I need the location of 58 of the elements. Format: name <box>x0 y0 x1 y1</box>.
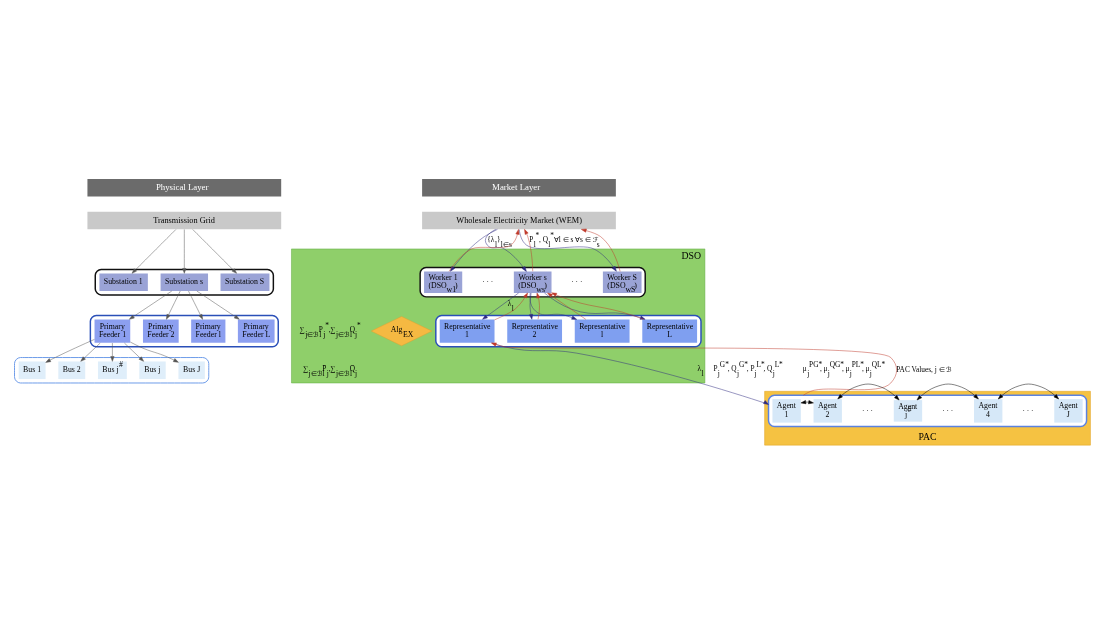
arrow <box>524 229 533 272</box>
arrow <box>130 341 179 363</box>
arrow <box>124 342 144 362</box>
label: · · · <box>942 405 954 415</box>
node-box: Agent 2 <box>813 399 842 423</box>
node-box: Agent 4 <box>974 399 1003 423</box>
label: · · · <box>1022 405 1034 415</box>
node-box: Bus 1 <box>18 361 46 380</box>
arrow <box>482 292 519 320</box>
arrow <box>547 292 587 320</box>
node-box: Physical Layer <box>87 178 282 197</box>
node-box: Representative 1 <box>439 319 495 343</box>
arrow <box>131 229 177 274</box>
arrow <box>536 292 541 320</box>
node-box: Representative l <box>574 319 630 343</box>
arrow <box>491 342 897 396</box>
label: · · · <box>571 276 583 286</box>
arrow <box>491 342 769 405</box>
node-box: Primary Feeder L <box>237 319 275 343</box>
arrow <box>45 339 95 363</box>
arrow <box>529 292 577 320</box>
node-box: Representative 2 <box>507 319 563 343</box>
node-box: Substation s <box>160 273 209 291</box>
node-box: Market Layer <box>422 178 616 197</box>
node-box: Bus J <box>178 361 205 380</box>
node-box: Bus 2 <box>58 361 86 380</box>
arrow <box>837 383 900 401</box>
node-box: Bus j <box>139 361 166 380</box>
arrow <box>916 383 979 401</box>
arrow <box>192 229 237 274</box>
node-box: Agent J <box>1054 399 1083 423</box>
arrow <box>529 292 533 320</box>
arrow <box>80 342 101 362</box>
arrow <box>800 400 814 405</box>
arrow <box>450 229 498 272</box>
label: · · · <box>861 405 873 415</box>
arrow <box>182 229 187 274</box>
node-box: Primary Feeder 1 <box>94 319 131 343</box>
arrow <box>196 290 240 320</box>
arrow <box>188 290 203 320</box>
arrow <box>110 342 115 362</box>
node-box: Substation 1 <box>99 273 148 291</box>
arrow <box>581 228 621 272</box>
edge-label: PAC Values, j ∈ ℬ <box>896 364 953 374</box>
arrow <box>166 290 181 320</box>
arrow <box>494 292 528 321</box>
node-box: Transmission Grid <box>87 211 282 230</box>
node-box: Substation S <box>220 273 270 291</box>
arrow <box>997 383 1059 400</box>
node-box: Wholesale Electricity Market (WEM) <box>422 211 616 230</box>
node-box: Agent 1 <box>772 399 801 423</box>
arrow <box>448 229 520 272</box>
node-box: Primary Feeder l <box>191 319 226 343</box>
node-box: Primary Feeder 2 <box>142 319 179 343</box>
arrow <box>129 290 173 320</box>
arrow <box>519 229 617 272</box>
label: · · · <box>482 276 494 286</box>
node-box: Representative L <box>642 319 698 343</box>
